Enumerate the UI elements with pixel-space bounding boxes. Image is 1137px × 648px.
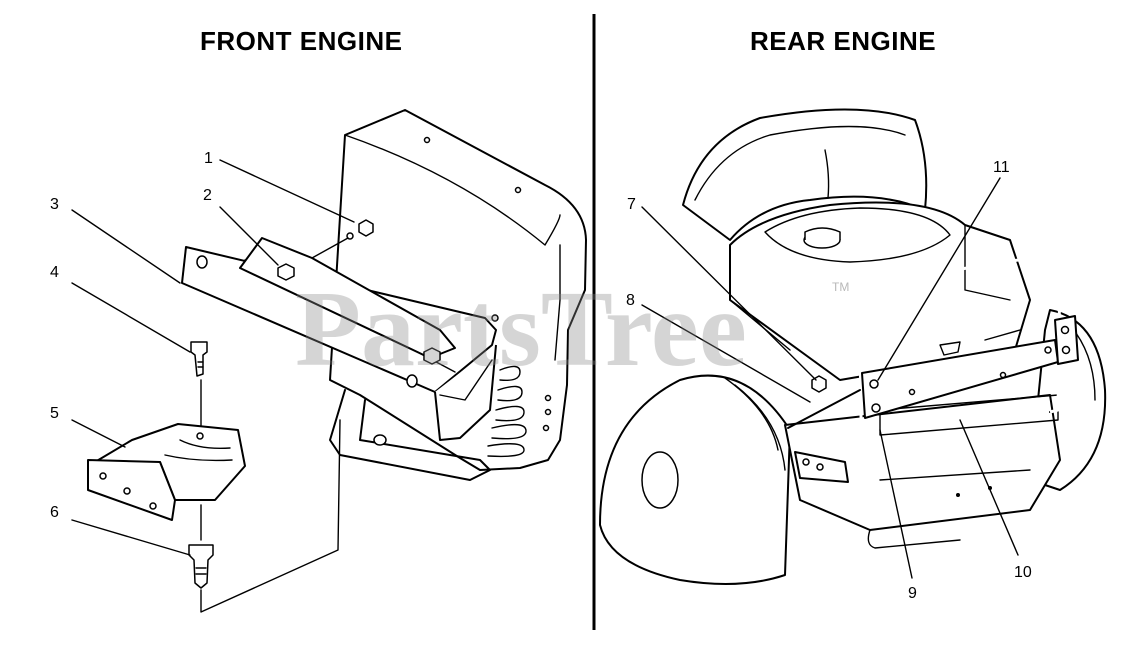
callout-8: 8 xyxy=(626,292,635,309)
callout-6: 6 xyxy=(50,504,59,521)
leader-line-9 xyxy=(879,429,913,579)
leader-line-4 xyxy=(71,282,191,353)
partstree-watermark: PartsTree xyxy=(295,270,747,389)
front-hood-outline xyxy=(329,109,587,471)
front-hood-washer xyxy=(491,314,499,322)
leader-line-6 xyxy=(71,519,191,556)
front-bracket-hole xyxy=(123,487,131,495)
rear-plate-bolt xyxy=(1044,346,1052,354)
leader-line-11 xyxy=(877,177,1001,381)
rear-foot-bolt xyxy=(816,463,824,471)
front-plate-bolt xyxy=(423,347,441,365)
front-grille-hole xyxy=(542,424,550,432)
rear-engine-block xyxy=(729,201,1031,381)
front-grille-slot xyxy=(499,365,521,382)
rear-chassis-dot xyxy=(956,493,960,497)
front-engine-title: FRONT ENGINE xyxy=(200,26,403,56)
front-grille-slot xyxy=(487,443,525,458)
front-bracket-hole xyxy=(149,502,157,510)
rear-engine-detail xyxy=(939,341,961,356)
rear-leader-lines xyxy=(641,177,1019,579)
front-grille-slot xyxy=(491,423,527,440)
front-hood-edge xyxy=(344,134,561,246)
rear-engine-illustration xyxy=(599,108,1107,585)
front-hood-nut xyxy=(358,219,374,237)
leader-line-8 xyxy=(641,304,811,403)
front-frame-hole xyxy=(373,434,387,446)
rear-chassis-edge xyxy=(867,529,961,549)
callout-5: 5 xyxy=(50,405,59,422)
callout-11: 11 xyxy=(993,159,1010,176)
front-bumper-hole xyxy=(196,255,208,269)
front-mount-bracket-5-lip xyxy=(87,459,176,521)
rear-seat-edge xyxy=(824,149,830,199)
rear-seat-edge xyxy=(694,125,906,201)
leader-line-5 xyxy=(71,419,126,448)
leader-line-10 xyxy=(959,419,1019,556)
callout-labels: 1 2 3 4 5 6 7 8 9 10 11 xyxy=(50,150,1032,602)
rear-plate-hole xyxy=(908,388,916,396)
leader-line-7 xyxy=(641,206,817,381)
front-bracket-hole xyxy=(196,432,204,440)
front-assembly-line xyxy=(200,419,341,613)
front-grille-hole xyxy=(544,408,552,416)
rear-left-tire xyxy=(599,374,791,585)
rear-foot-bolt xyxy=(802,458,810,466)
front-engine-illustration xyxy=(87,109,587,613)
leader-line-2 xyxy=(219,206,279,266)
rear-hitch-rod xyxy=(787,389,861,429)
front-hood-hole xyxy=(514,186,522,194)
front-bumper-hole xyxy=(406,374,418,388)
rear-side-bolt xyxy=(1060,325,1070,335)
callout-4: 4 xyxy=(50,264,59,281)
front-grille-slot xyxy=(497,385,523,402)
rear-plate-bolt xyxy=(869,379,879,389)
front-bracket-hole xyxy=(99,472,107,480)
rear-fuel-cap-top xyxy=(804,227,841,240)
rear-engine-title: REAR ENGINE xyxy=(750,26,937,56)
front-hood-side xyxy=(554,244,561,361)
callout-7: 7 xyxy=(627,196,636,213)
front-grille-hole xyxy=(544,394,552,402)
watermark-trademark: TM xyxy=(832,280,849,294)
rear-left-hub xyxy=(641,451,679,509)
front-bolt-6 xyxy=(188,544,214,589)
rear-side-bolt xyxy=(1061,345,1071,355)
rear-plate-bolt xyxy=(871,403,881,413)
rear-left-tire-tread xyxy=(724,377,779,451)
rear-engine-detail xyxy=(984,329,1021,341)
rear-chassis-edge xyxy=(879,469,1031,481)
callout-10: 10 xyxy=(1014,564,1032,581)
leader-line-1 xyxy=(219,159,355,223)
front-bolt-4 xyxy=(190,341,208,377)
rear-engine-side xyxy=(964,224,1011,301)
front-plate-bolt xyxy=(277,263,295,281)
callout-3: 3 xyxy=(50,196,59,213)
front-bracket-shade xyxy=(179,439,231,450)
front-bracket-end xyxy=(434,344,497,441)
rear-side-bracket xyxy=(1054,315,1079,365)
front-hood-washer xyxy=(346,232,354,240)
rear-seat-back xyxy=(682,108,928,241)
callout-2: 2 xyxy=(203,187,212,204)
callout-1: 1 xyxy=(204,150,213,167)
callout-9: 9 xyxy=(908,585,917,602)
front-bolt-line xyxy=(311,237,349,259)
front-grille-slot xyxy=(495,405,525,422)
rear-plate-hole xyxy=(999,371,1007,379)
front-leader-lines xyxy=(71,159,355,556)
front-bumper-bar-edge xyxy=(181,246,187,284)
leader-line-3 xyxy=(71,209,181,284)
front-hood-hole xyxy=(423,136,431,144)
front-bracket-shade xyxy=(164,454,233,462)
rear-chassis-top xyxy=(879,394,1059,436)
rear-engine-top xyxy=(764,207,951,263)
front-bracket-end-detail xyxy=(439,359,493,401)
